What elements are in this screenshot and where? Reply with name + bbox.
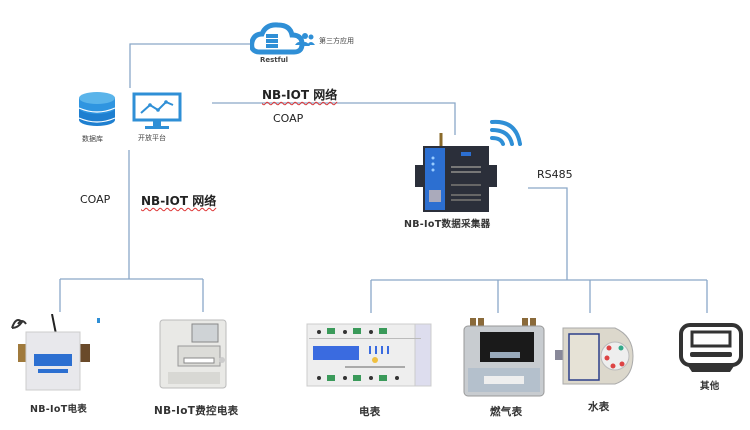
top-protocol-label: COAP — [273, 112, 304, 125]
users-icon — [295, 33, 315, 46]
water-meter-node: 水表 — [555, 326, 635, 416]
electric-meter-label: 电表 — [359, 406, 381, 418]
platform-node: 开放平台 — [130, 92, 190, 148]
line-cloud-to-platform — [129, 43, 250, 88]
other-label: 其他 — [700, 381, 720, 392]
monitor-chart-icon — [132, 92, 182, 129]
database-node: 数据库 — [72, 88, 122, 148]
decorative-dot — [97, 318, 100, 323]
gas-meter-device-icon — [463, 318, 545, 397]
line-rs485 — [528, 187, 568, 280]
collector-node: NB-IoT数据采集器 — [404, 130, 520, 235]
collector-device-icon — [415, 133, 497, 212]
line-platform-to-collector — [212, 102, 456, 135]
prepaid-meter-device-icon — [159, 319, 227, 389]
platform-label: 开放平台 — [138, 134, 166, 142]
third-party-app-label: 第三方应用 — [319, 37, 354, 45]
water-meter-label: 水表 — [588, 401, 610, 413]
cloud-node: 第三方应用 Restful — [250, 22, 390, 70]
top-network-text: NB-IOT 网络 — [262, 88, 338, 102]
left-network-text: NB-IOT 网络 — [141, 194, 217, 208]
left-protocol-label: COAP — [80, 193, 111, 206]
nb-meter-label: NB-IoT电表 — [30, 404, 88, 415]
nb-meter-device-icon — [11, 314, 90, 391]
collector-label: NB-IoT数据采集器 — [404, 219, 491, 230]
restful-label: Restful — [260, 56, 289, 64]
water-meter-device-icon — [555, 327, 634, 385]
database-icon — [78, 92, 116, 126]
electric-meter-node: 电表 — [305, 320, 435, 420]
electric-meter-device-icon — [306, 323, 432, 387]
other-device-icon — [679, 323, 743, 372]
top-network-label: NB-IOT 网络 — [262, 86, 337, 103]
gas-meter-label: 燃气表 — [490, 406, 523, 418]
nb-prepaid-meter-node: NB-IoT费控电表 — [150, 318, 260, 418]
database-label: 数据库 — [82, 135, 103, 143]
gas-meter-node: 燃气表 — [460, 318, 550, 423]
wireless-signal-icon — [490, 119, 522, 146]
left-network-label: NB-IOT 网络 — [141, 192, 216, 209]
nb-meter-node: NB-IoT电表 — [8, 314, 98, 415]
rs485-label: RS485 — [537, 168, 573, 181]
other-node: 其他 — [676, 322, 746, 402]
nb-prepaid-meter-label: NB-IoT费控电表 — [154, 405, 239, 417]
